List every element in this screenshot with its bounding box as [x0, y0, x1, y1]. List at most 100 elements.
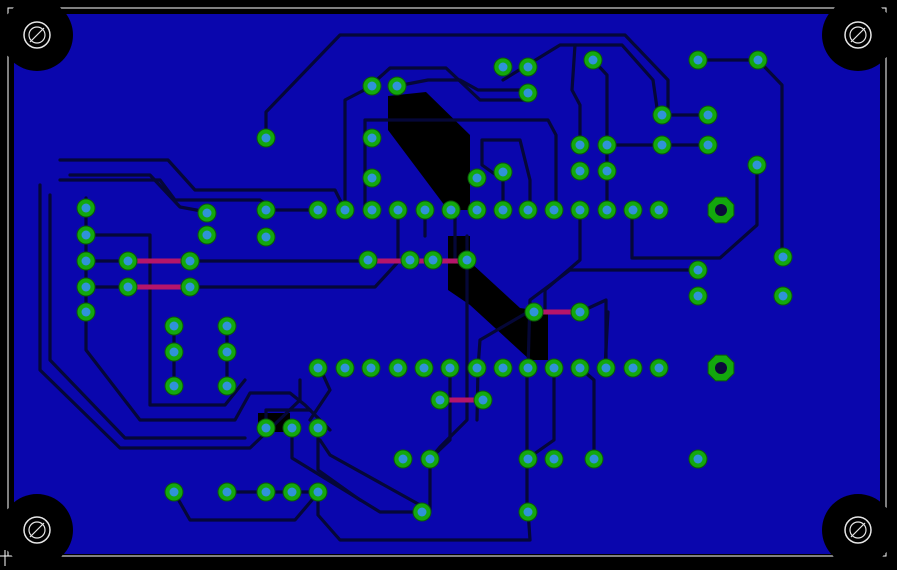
- crossed-circle-icon: [850, 27, 866, 43]
- pad-68: [361, 358, 381, 378]
- trace-9: [58, 158, 347, 212]
- pad-84: [308, 418, 328, 438]
- trace-6: [85, 233, 247, 407]
- pad-60: [164, 316, 184, 336]
- copper-pour-area: [14, 14, 880, 554]
- crossed-circle-icon: [29, 522, 45, 538]
- pad-65: [217, 376, 237, 396]
- pad-91: [164, 482, 184, 502]
- pad-61: [164, 342, 184, 362]
- trace-14: [363, 118, 558, 212]
- pad-69: [388, 358, 408, 378]
- trace-37: [318, 438, 422, 507]
- pad-97: [518, 502, 538, 522]
- pad-21: [467, 168, 487, 188]
- pad-49: [649, 200, 669, 220]
- pad-8: [518, 83, 538, 103]
- pad-48: [623, 200, 643, 220]
- origin-crosshair: [0, 550, 10, 566]
- pad-51: [400, 250, 420, 270]
- pad-76: [570, 358, 590, 378]
- pad-41: [441, 200, 461, 220]
- pad-62: [164, 376, 184, 396]
- pad-37: [335, 200, 355, 220]
- board-outline: [7, 7, 887, 557]
- trace-35: [316, 426, 362, 502]
- pad-28: [118, 251, 138, 271]
- pad-27: [76, 302, 96, 322]
- large-pad-2: [707, 354, 735, 382]
- pad-87: [518, 449, 538, 469]
- pad-38: [362, 200, 382, 220]
- pad-42: [467, 200, 487, 220]
- mounting-hole-3: [1, 494, 73, 566]
- pad-47: [597, 200, 617, 220]
- pad-53: [457, 250, 477, 270]
- pad-44: [518, 200, 538, 220]
- trace-30: [428, 234, 469, 514]
- trace-20: [630, 163, 759, 260]
- trace-4: [68, 173, 209, 214]
- pad-11: [748, 50, 768, 70]
- pad-18: [570, 161, 590, 181]
- pad-70: [414, 358, 434, 378]
- pad-36: [308, 200, 328, 220]
- pad-32: [197, 203, 217, 223]
- trace-16: [570, 43, 582, 147]
- pad-82: [256, 418, 276, 438]
- pad-66: [308, 358, 328, 378]
- pad-75: [544, 358, 564, 378]
- pad-14: [570, 135, 590, 155]
- pad-17: [698, 135, 718, 155]
- pad-29: [118, 277, 138, 297]
- pad-12: [652, 105, 672, 125]
- pad-33: [197, 225, 217, 245]
- trace-11: [343, 84, 374, 212]
- pad-72: [467, 358, 487, 378]
- pad-93: [256, 482, 276, 502]
- pad-64: [217, 342, 237, 362]
- pad-96: [412, 502, 432, 522]
- pad-55: [688, 286, 708, 306]
- pad-22: [493, 162, 513, 182]
- pad-20: [747, 155, 767, 175]
- pad-10: [688, 50, 708, 70]
- pads-layer: [76, 50, 793, 522]
- trace-36: [316, 490, 532, 542]
- pad-9: [583, 50, 603, 70]
- pad-30: [180, 251, 200, 271]
- pad-13: [698, 105, 718, 125]
- pad-34: [256, 200, 276, 220]
- pad-86: [420, 449, 440, 469]
- crossed-circle-icon: [29, 27, 45, 43]
- pad-89: [584, 449, 604, 469]
- crossed-circle-icon: [850, 522, 866, 538]
- pad-90: [688, 449, 708, 469]
- pad-63: [217, 316, 237, 336]
- pad-1: [256, 128, 276, 148]
- trace-38: [172, 490, 320, 522]
- pad-6: [493, 57, 513, 77]
- pad-25: [76, 251, 96, 271]
- pad-35: [256, 227, 276, 247]
- mounting-hole-1: [1, 0, 73, 71]
- trace-2: [48, 193, 247, 440]
- pad-79: [649, 358, 669, 378]
- pad-46: [570, 200, 590, 220]
- pad-77: [596, 358, 616, 378]
- pad-50: [358, 250, 378, 270]
- pad-71: [440, 358, 460, 378]
- pad-40: [415, 200, 435, 220]
- trace-27: [525, 366, 556, 461]
- large-pad-1: [707, 196, 735, 224]
- pad-45: [544, 200, 564, 220]
- pad-24: [76, 225, 96, 245]
- pad-94: [282, 482, 302, 502]
- pad-19: [597, 161, 617, 181]
- trace-1: [38, 183, 302, 450]
- pad-7: [518, 57, 538, 77]
- pad-56: [773, 247, 793, 267]
- pad-83: [282, 418, 302, 438]
